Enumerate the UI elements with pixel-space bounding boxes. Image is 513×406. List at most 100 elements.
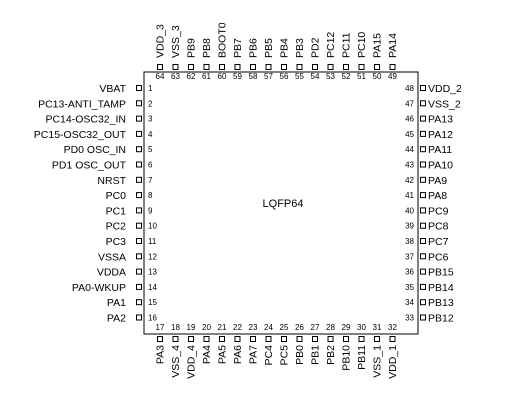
pin-number: 17 bbox=[156, 323, 165, 332]
pin-name: PC13-ANTI_TAMP bbox=[38, 98, 126, 110]
pin-name: VDD_1 bbox=[387, 345, 399, 379]
pin-pad bbox=[136, 268, 142, 275]
pin-name: PD0 OSC_IN bbox=[64, 144, 126, 156]
pin-pad bbox=[234, 64, 241, 70]
pin-number: 5 bbox=[148, 145, 153, 154]
pin-number: 10 bbox=[148, 222, 157, 231]
pin-pad bbox=[374, 64, 380, 70]
pin-name: PC1 bbox=[106, 205, 127, 217]
pin-number: 52 bbox=[342, 72, 351, 81]
pin-number: 53 bbox=[326, 72, 335, 81]
pin-number: 61 bbox=[202, 72, 211, 81]
pin-pad bbox=[420, 283, 426, 290]
pin-name: PD1 OSC_OUT bbox=[52, 160, 127, 172]
pin-number: 2 bbox=[148, 99, 153, 108]
pin-name: PB10 bbox=[341, 345, 353, 371]
pin-pad bbox=[136, 146, 142, 153]
pin-number: 62 bbox=[187, 72, 196, 81]
pin-name: PC2 bbox=[106, 221, 127, 233]
pin-number: 22 bbox=[233, 323, 242, 332]
pin-number: 8 bbox=[148, 191, 153, 200]
pin-name: VSSA bbox=[98, 251, 126, 263]
pin-name: PC15-OSC32_OUT bbox=[34, 129, 127, 141]
pin-number: 14 bbox=[148, 283, 157, 292]
pin-pad bbox=[136, 253, 142, 260]
pin-name: PB0 bbox=[294, 345, 306, 365]
pin-number: 27 bbox=[311, 323, 320, 332]
pin-name: PA15 bbox=[372, 33, 384, 58]
pin-number: 64 bbox=[156, 72, 165, 81]
pin-pad bbox=[136, 314, 142, 321]
pin-pad bbox=[188, 64, 194, 70]
pin-number: 4 bbox=[148, 130, 153, 139]
pin-number: 20 bbox=[202, 323, 211, 332]
pin-number: 47 bbox=[405, 99, 414, 108]
pin-number: 30 bbox=[357, 323, 366, 332]
pin-pad bbox=[157, 64, 163, 70]
pin-number: 29 bbox=[342, 323, 351, 332]
pin-name: PB1 bbox=[310, 345, 322, 365]
pin-number: 51 bbox=[357, 72, 366, 81]
pin-name: PB5 bbox=[263, 38, 275, 58]
pin-number: 54 bbox=[311, 72, 320, 81]
pin-pad bbox=[136, 176, 142, 183]
pin-name: PA5 bbox=[217, 345, 229, 364]
pin-number: 36 bbox=[405, 268, 414, 277]
pin-name: PB3 bbox=[294, 38, 306, 58]
pin-name: PB2 bbox=[325, 345, 337, 365]
pin-pad bbox=[420, 115, 426, 122]
pin-pad bbox=[420, 268, 426, 275]
pin-number: 35 bbox=[405, 283, 414, 292]
pin-pad bbox=[281, 64, 287, 70]
pin-pad bbox=[219, 336, 225, 342]
pin-pad bbox=[265, 64, 272, 70]
pin-number: 57 bbox=[264, 72, 273, 81]
pin-number: 56 bbox=[280, 72, 289, 81]
pin-number: 28 bbox=[326, 323, 335, 332]
pin-name: PB4 bbox=[279, 38, 291, 58]
pin-number: 13 bbox=[148, 268, 157, 277]
pin-number: 49 bbox=[388, 72, 397, 81]
pin-number: 34 bbox=[405, 298, 414, 307]
pin-name: PB14 bbox=[428, 282, 454, 294]
pin-pad bbox=[420, 207, 426, 214]
pin-name: PD2 bbox=[310, 37, 322, 58]
pin-name: PB9 bbox=[186, 38, 198, 58]
pin-pad bbox=[312, 336, 318, 342]
pin-number: 7 bbox=[148, 176, 153, 185]
pin-pad bbox=[219, 64, 225, 70]
pin-name: PB8 bbox=[201, 38, 213, 58]
pin-pad bbox=[136, 130, 142, 137]
pin-pad bbox=[172, 64, 179, 70]
pin-number: 9 bbox=[148, 206, 153, 215]
pin-name: PB11 bbox=[356, 345, 368, 370]
pin-pad bbox=[203, 64, 210, 70]
pin-pad bbox=[172, 336, 179, 342]
pin-name: PC6 bbox=[428, 251, 449, 263]
pin-number: 45 bbox=[405, 130, 414, 139]
pin-name: PA11 bbox=[428, 144, 452, 156]
pin-name: PC12 bbox=[325, 32, 337, 58]
pin-name: PC5 bbox=[279, 345, 291, 366]
pin-name: PA4 bbox=[201, 345, 213, 364]
pin-pad bbox=[265, 336, 272, 342]
pin-pad bbox=[420, 299, 426, 306]
pin-name: VDD_2 bbox=[428, 83, 462, 95]
pin-name: PA13 bbox=[428, 114, 453, 126]
pin-number: 46 bbox=[405, 115, 414, 124]
pin-name: PA1 bbox=[107, 297, 126, 309]
pin-pad bbox=[234, 336, 241, 342]
pin-pad bbox=[420, 161, 426, 168]
pin-name: PC10 bbox=[356, 32, 368, 58]
pin-number: 15 bbox=[148, 298, 157, 307]
pin-number: 12 bbox=[148, 252, 157, 261]
pin-name: PC0 bbox=[106, 190, 127, 202]
pin-number: 6 bbox=[148, 161, 153, 170]
pin-number: 32 bbox=[388, 323, 397, 332]
pin-number: 26 bbox=[295, 323, 304, 332]
pin-pad bbox=[420, 238, 426, 244]
pin-pad bbox=[250, 336, 256, 342]
pin-number: 25 bbox=[280, 323, 289, 332]
pin-pad bbox=[136, 238, 142, 244]
